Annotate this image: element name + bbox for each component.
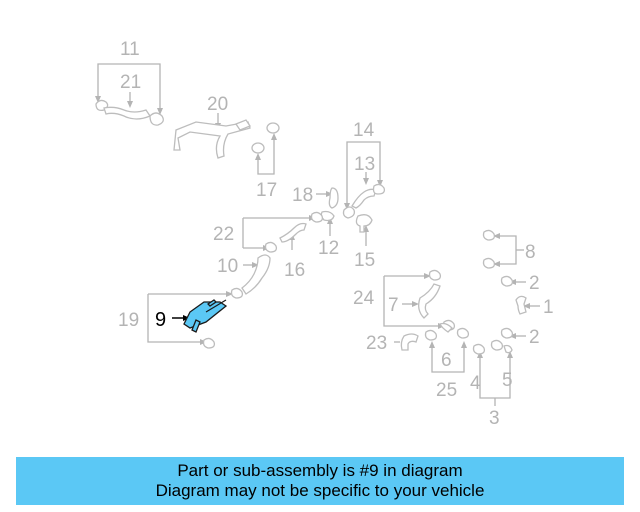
callout-22: 22 bbox=[213, 224, 234, 245]
callout-2-lower: 2 bbox=[529, 327, 540, 348]
callout-25: 25 bbox=[436, 380, 457, 401]
callout-1: 1 bbox=[543, 297, 554, 318]
callout-7: 7 bbox=[388, 295, 399, 316]
banner-line-2: Diagram may not be specific to your vehi… bbox=[155, 481, 485, 500]
callout-10: 10 bbox=[217, 256, 238, 277]
hose-part-1 bbox=[515, 295, 540, 315]
hose-part-12 bbox=[320, 210, 335, 236]
callout-3: 3 bbox=[489, 408, 500, 429]
clamp-group-17 bbox=[251, 122, 280, 175]
callout-14: 14 bbox=[353, 120, 375, 141]
hose-assembly-20 bbox=[173, 113, 251, 159]
callout-8: 8 bbox=[525, 242, 536, 263]
callout-18: 18 bbox=[292, 185, 313, 206]
hose-part-23 bbox=[394, 333, 419, 351]
hose-assembly-11 bbox=[95, 63, 164, 126]
callout-11: 11 bbox=[120, 39, 140, 60]
parts-diagram: 11 21 20 17 18 14 13 12 15 22 16 10 19 9… bbox=[95, 39, 554, 429]
info-banner: Part or sub-assembly is #9 in diagram Di… bbox=[16, 457, 624, 505]
callout-20: 20 bbox=[207, 94, 228, 115]
callout-16: 16 bbox=[284, 260, 305, 281]
cooler-group-19 bbox=[147, 287, 244, 349]
clamp-group-25 bbox=[424, 322, 470, 373]
hose-part-15 bbox=[355, 214, 373, 246]
callout-13: 13 bbox=[354, 154, 375, 175]
callout-6: 6 bbox=[441, 350, 452, 371]
clamp-group-3 bbox=[472, 339, 513, 406]
callout-24: 24 bbox=[353, 288, 375, 309]
clamp-part-2-upper bbox=[500, 275, 526, 287]
callout-21: 21 bbox=[120, 72, 141, 93]
callout-15: 15 bbox=[354, 250, 375, 271]
banner-line-1: Part or sub-assembly is #9 in diagram bbox=[177, 461, 463, 480]
hose-group-14 bbox=[342, 141, 386, 219]
callout-19: 19 bbox=[118, 310, 139, 331]
hose-part-10 bbox=[241, 254, 271, 295]
hose-group-24 bbox=[383, 269, 456, 331]
callout-5: 5 bbox=[502, 370, 513, 391]
callout-2-upper: 2 bbox=[529, 273, 540, 294]
hose-part-18 bbox=[316, 187, 339, 209]
callout-4: 4 bbox=[470, 373, 481, 394]
callout-17: 17 bbox=[256, 180, 277, 201]
callout-9: 9 bbox=[155, 309, 166, 331]
clamp-part-2-lower bbox=[500, 327, 526, 339]
callout-12: 12 bbox=[318, 238, 339, 259]
clamp-group-8 bbox=[482, 229, 524, 269]
callout-labels: 11 21 20 17 18 14 13 12 15 22 16 10 19 9… bbox=[118, 39, 554, 429]
highlighted-part-9 bbox=[172, 299, 228, 333]
callout-23: 23 bbox=[366, 333, 387, 354]
hose-group-22 bbox=[242, 211, 324, 253]
